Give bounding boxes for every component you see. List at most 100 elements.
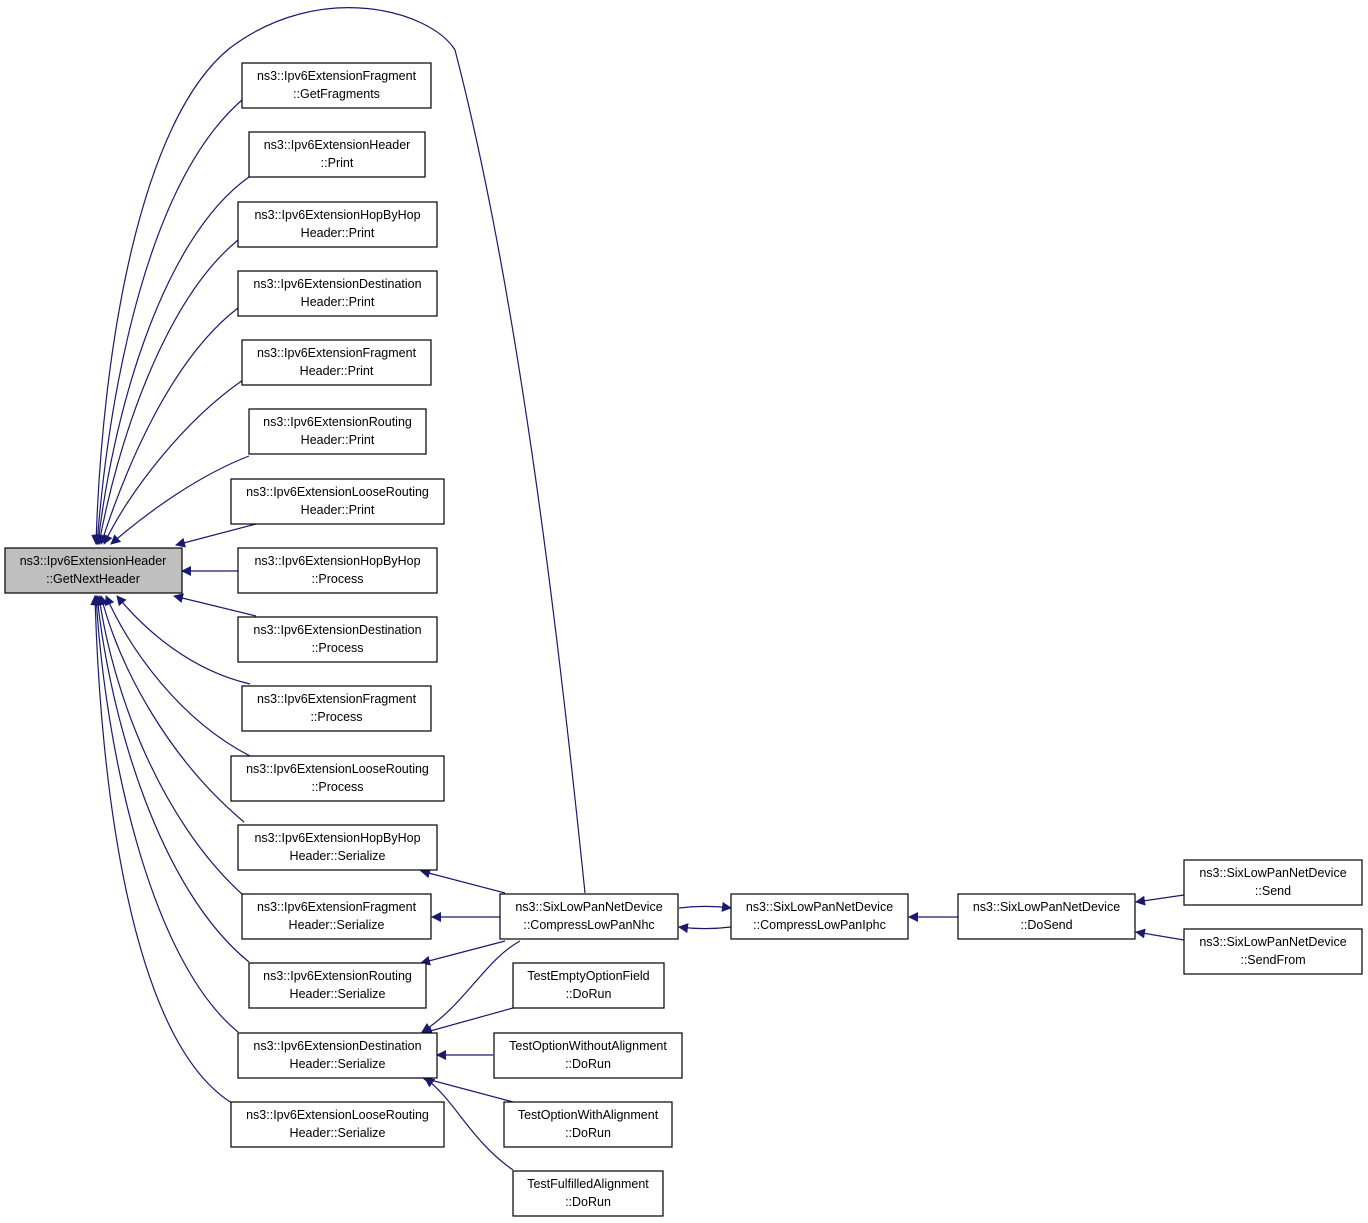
node-compress-lowpan-iphc[interactable]: ns3::SixLowPanNetDevice ::CompressLowPan… [730,893,909,940]
node-line1: ns3::Ipv6ExtensionLooseRouting [246,762,429,776]
node-line1: TestOptionWithoutAlignment [509,1039,667,1053]
node-line2: ::Send [1255,884,1291,898]
edge-compressnhc-to-compressiphc [678,901,732,912]
node-line1: TestEmptyOptionField [527,969,649,983]
node-compress-lowpan-nhc[interactable]: ns3::SixLowPanNetDevice ::CompressLowPan… [499,893,679,940]
node-line1: ns3::Ipv6ExtensionDestination [253,277,421,291]
node-looserouting-header-print[interactable]: ns3::Ipv6ExtensionLooseRouting Header::P… [230,478,445,525]
edge-routingprint-to-root [110,455,250,545]
edge-hbhserialize-to-root [98,595,245,823]
node-line2: ::Process [311,641,363,655]
node-line1: ns3::Ipv6ExtensionHeader [264,138,411,152]
node-line1: ns3::Ipv6ExtensionHopByHop [254,554,420,568]
node-line2: ::CompressLowPanNhc [523,918,654,932]
node-line1: ns3::Ipv6ExtensionHopByHop [254,831,420,845]
node-line1: ns3::SixLowPanNetDevice [1199,866,1346,880]
edge-sendfrom-to-dosend [1135,928,1185,941]
node-sendfrom[interactable]: ns3::SixLowPanNetDevice ::SendFrom [1183,928,1363,975]
node-line2: ::DoSend [1020,918,1072,932]
edge-looseprocess-to-root [105,595,251,757]
edge-destprint-to-root [99,307,239,545]
node-line1: ns3::Ipv6ExtensionLooseRouting [246,485,429,499]
edge-getfragments-to-root [92,99,243,545]
node-line1: ns3::Ipv6ExtensionFragment [257,346,417,360]
edge-fragserialize-to-root [95,595,244,896]
node-line1: ns3::SixLowPanNetDevice [746,900,893,914]
node-destination-process[interactable]: ns3::Ipv6ExtensionDestination ::Process [237,616,438,663]
node-destination-header-serialize[interactable]: ns3::Ipv6ExtensionDestination Header::Se… [237,1032,438,1079]
node-header-print[interactable]: ns3::Ipv6ExtensionHeader ::Print [248,131,426,178]
node-line2: Header::Print [300,364,374,378]
node-fragment-header-print[interactable]: ns3::Ipv6ExtensionFragment Header::Print [241,339,432,386]
node-destination-header-print[interactable]: ns3::Ipv6ExtensionDestination Header::Pr… [237,270,438,317]
node-line2: Header::Serialize [290,849,386,863]
edge-hbhprint-to-root [95,239,239,545]
node-line2: Header::Serialize [290,1057,386,1071]
node-line2: Header::Print [301,295,375,309]
node-line1: ns3::Ipv6ExtensionHopByHop [254,208,420,222]
node-line1: ns3::Ipv6ExtensionLooseRouting [246,1108,429,1122]
edge-compressnhc-to-hbhserialize [420,868,506,894]
node-line1: ns3::SixLowPanNetDevice [973,900,1120,914]
node-line2: ::SendFrom [1240,953,1305,967]
edge-routingserialize-to-root [92,595,250,963]
node-dosend[interactable]: ns3::SixLowPanNetDevice ::DoSend [957,893,1136,940]
edge-looseserialize-to-root [90,595,233,1104]
node-line2: ::Process [311,780,363,794]
node-line2: ::Process [310,710,362,724]
node-root-get-next-header[interactable]: ns3::Ipv6ExtensionHeader ::GetNextHeader [4,547,183,594]
node-line1: ns3::Ipv6ExtensionDestination [253,1039,421,1053]
edge-looseprint-to-root [175,523,257,548]
edge-testfulfilled-to-destserialize [424,1077,514,1171]
node-fragment-get-fragments[interactable]: ns3::Ipv6ExtensionFragment ::GetFragment… [241,62,432,109]
nodes: ns3::Ipv6ExtensionHeader ::GetNextHeader… [4,62,1363,1217]
node-routing-header-serialize[interactable]: ns3::Ipv6ExtensionRouting Header::Serial… [248,962,427,1009]
node-line2: ::GetFragments [293,87,380,101]
edge-testempty-to-destserialize [422,1007,514,1036]
node-line1: ns3::SixLowPanNetDevice [1199,935,1346,949]
node-line2: ::DoRun [566,987,612,1001]
edge-compressiphc-to-compressnhc [678,923,732,934]
node-hopbyhop-header-print[interactable]: ns3::Ipv6ExtensionHopByHop Header::Print [237,201,438,248]
node-line2: Header::Print [301,433,375,447]
node-looserouting-header-serialize[interactable]: ns3::Ipv6ExtensionLooseRouting Header::S… [230,1101,445,1148]
edges [90,7,1185,1171]
node-line1: ns3::Ipv6ExtensionFragment [257,69,417,83]
edge-destserialize-to-root [91,595,239,1033]
edge-destprocess-to-root [173,593,257,617]
node-fragment-process[interactable]: ns3::Ipv6ExtensionFragment ::Process [241,685,432,732]
node-line2: Header::Serialize [290,1126,386,1140]
node-line2: ::Print [321,156,354,170]
edge-testwith-to-destserialize [422,1075,514,1103]
node-line1: TestFulfilledAlignment [527,1177,649,1191]
node-fragment-header-serialize[interactable]: ns3::Ipv6ExtensionFragment Header::Seria… [241,893,432,940]
node-line2: Header::Print [301,503,375,517]
edge-compressnhc-to-destserialize [421,940,521,1033]
node-test-option-without-alignment[interactable]: TestOptionWithoutAlignment ::DoRun [493,1032,683,1079]
node-line2: ::DoRun [565,1057,611,1071]
node-line2: ::GetNextHeader [46,572,140,586]
edge-fragprint-to-root [103,379,244,545]
edge-fragprocess-to-root [116,595,251,685]
node-test-option-with-alignment[interactable]: TestOptionWithAlignment ::DoRun [503,1101,673,1148]
node-line2: ::Process [311,572,363,586]
node-line2: ::CompressLowPanIphc [753,918,886,932]
edge-send-to-dosend [1135,894,1185,906]
edge-compressnhc-to-routingserialize [420,940,506,966]
edge-headerprint-to-root [94,176,250,545]
node-line1: ns3::SixLowPanNetDevice [515,900,662,914]
node-line1: ns3::Ipv6ExtensionRouting [263,415,412,429]
node-hopbyhop-header-serialize[interactable]: ns3::Ipv6ExtensionHopByHop Header::Seria… [237,824,438,871]
node-line1: TestOptionWithAlignment [518,1108,659,1122]
node-hopbyhop-process[interactable]: ns3::Ipv6ExtensionHopByHop ::Process [237,547,438,594]
node-routing-header-print[interactable]: ns3::Ipv6ExtensionRouting Header::Print [248,408,427,455]
node-line1: ns3::Ipv6ExtensionFragment [257,692,417,706]
node-test-fulfilled-alignment[interactable]: TestFulfilledAlignment ::DoRun [512,1170,664,1217]
node-send[interactable]: ns3::SixLowPanNetDevice ::Send [1183,859,1363,906]
node-line2: Header::Serialize [289,918,385,932]
node-line1: ns3::Ipv6ExtensionDestination [253,623,421,637]
node-line2: Header::Print [301,226,375,240]
node-looserouting-process[interactable]: ns3::Ipv6ExtensionLooseRouting ::Process [230,755,445,802]
node-test-empty-option-field[interactable]: TestEmptyOptionField ::DoRun [512,962,665,1009]
